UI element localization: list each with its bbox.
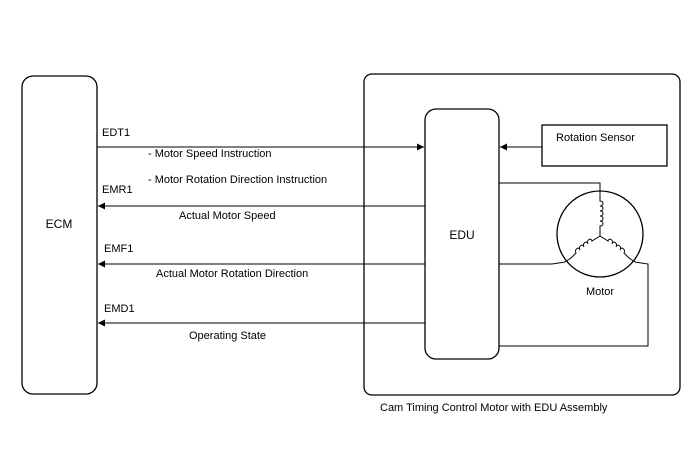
emd1-desc: Operating State — [189, 330, 266, 342]
assembly-frame — [363, 73, 681, 396]
edu-label: EDU — [449, 228, 474, 242]
edt1-desc-speed: - Motor Speed Instruction — [148, 148, 272, 160]
emf1-pin-label: EMF1 — [104, 243, 133, 255]
edt1-pin-label: EDT1 — [102, 127, 130, 139]
rotation-sensor-block: Rotation Sensor — [541, 124, 668, 167]
motor-symbol: Motor — [556, 190, 644, 298]
signal-emf1: EMF1 Actual Motor Rotation Direction — [98, 243, 425, 280]
signal-edt1: EDT1 - Motor Speed Instruction - Motor R… — [97, 127, 424, 186]
ecm-block: ECM — [21, 75, 98, 395]
motor-wiring — [499, 182, 649, 347]
signal-emr1: EMR1 Actual Motor Speed — [98, 184, 425, 222]
edu-block: EDU — [424, 108, 500, 360]
motor-coil-top — [599, 197, 604, 236]
ecm-label: ECM — [46, 217, 73, 231]
motor-coil-left — [564, 235, 601, 263]
emd1-pin-label: EMD1 — [104, 303, 135, 315]
motor-label: Motor — [586, 286, 614, 298]
emr1-desc: Actual Motor Speed — [179, 210, 276, 222]
edt1-desc-direction: - Motor Rotation Direction Instruction — [148, 174, 327, 186]
emf1-desc: Actual Motor Rotation Direction — [156, 268, 308, 280]
motor-coil-right — [599, 235, 636, 263]
rotation-sensor-label: Rotation Sensor — [556, 132, 635, 144]
signal-emd1: EMD1 Operating State — [98, 303, 425, 342]
emr1-pin-label: EMR1 — [102, 184, 133, 196]
assembly-caption: Cam Timing Control Motor with EDU Assemb… — [380, 402, 608, 414]
